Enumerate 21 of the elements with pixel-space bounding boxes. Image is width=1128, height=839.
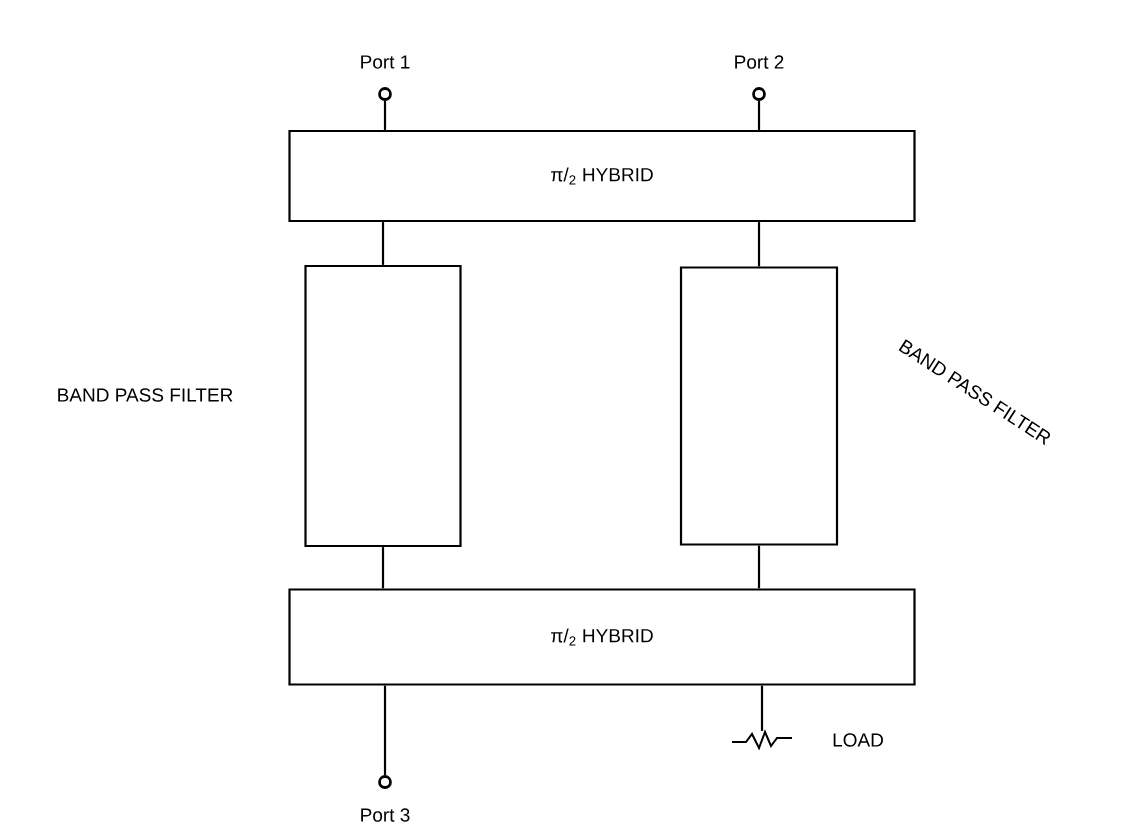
port-terminal: [361, 55, 410, 101]
hybrid-box: π/$_{2}$ HYBRID: [288, 129, 916, 223]
port-label: Port 1: [361, 55, 410, 69]
port-label: Port 3: [361, 808, 410, 822]
connector-line: [757, 545, 761, 589]
connector-line: [757, 100, 761, 130]
port-label: Port 2: [735, 55, 784, 69]
filter-box: [304, 264, 462, 548]
connector-line: [381, 222, 385, 265]
resistor-symbol: [731, 729, 793, 751]
connector-line: [760, 685, 764, 731]
filter-box: [679, 266, 839, 546]
load-label: LOAD: [833, 733, 883, 747]
hybrid-box: π/$_{2}$ HYBRID: [288, 588, 916, 686]
connector-line: [383, 100, 387, 130]
filter-label: BAND PASS FILTER: [58, 388, 233, 402]
port-terminal: [361, 775, 410, 822]
port-terminal: [735, 55, 784, 101]
connector-line: [381, 547, 385, 589]
connector-line: [383, 685, 387, 776]
connector-line: [757, 222, 761, 267]
